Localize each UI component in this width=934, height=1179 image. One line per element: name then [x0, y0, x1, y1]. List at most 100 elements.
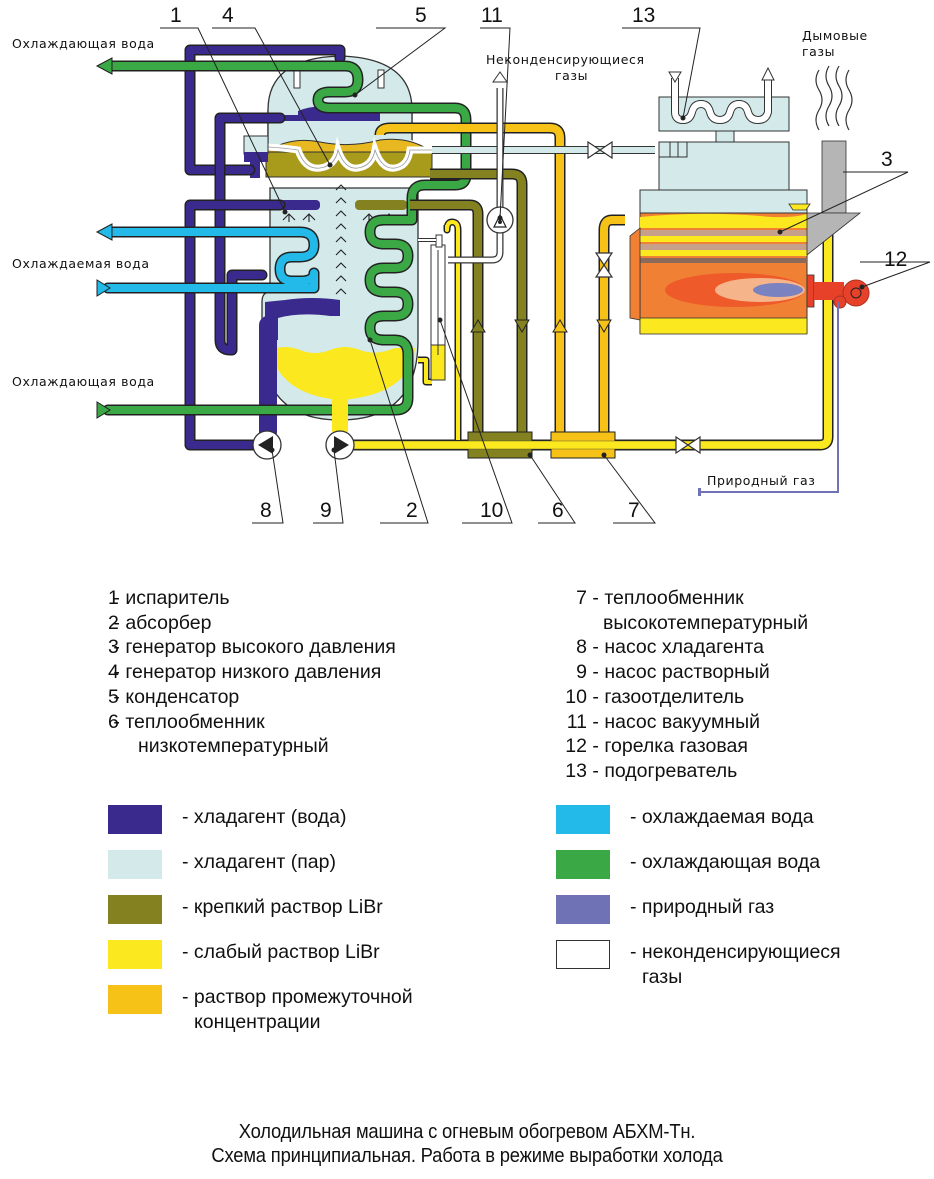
flow-arrow-up-strong: [470, 319, 486, 333]
color-key-label: - хладагент (пар): [182, 851, 336, 873]
component-number: 8: [576, 636, 587, 659]
component-legend-item: 2 - абсорбер: [108, 611, 212, 634]
natural-gas-pipe: [700, 302, 839, 493]
component-name: - генератор высокого давления: [108, 636, 396, 659]
color-swatch: [556, 805, 610, 834]
color-swatch: [108, 805, 162, 834]
noncondensable-gas-line: [432, 88, 655, 264]
component-name: - абсорбер: [108, 611, 212, 634]
hp-generator: [629, 66, 811, 335]
callout-7: 7: [628, 499, 640, 522]
callout-3: 3: [881, 148, 893, 171]
color-key-label-continuation: газы: [642, 965, 683, 988]
component-legend-item: 10 - газоотделитель: [555, 685, 808, 710]
color-key-item: - охлаждающая вода: [556, 850, 934, 895]
lp-generator: [243, 135, 434, 178]
flow-arrow-up-intermediate: [552, 319, 568, 333]
callout-11: 11: [481, 4, 503, 27]
color-key-label: - охлаждаемая вода: [630, 806, 814, 828]
refrigerant-pump: [252, 430, 282, 460]
color-key-right: - охлаждаемая вода - охлаждающая вода - пр…: [556, 805, 934, 1000]
color-key-item: - хладагент (пар): [108, 850, 528, 895]
component-name: - конденсатор: [108, 685, 240, 708]
color-swatch: [556, 895, 610, 924]
component-number: 11: [566, 710, 587, 733]
gas-separator: [418, 234, 446, 381]
flue-stack: [806, 65, 862, 256]
label-natural-gas: Природный газ: [707, 473, 816, 488]
component-legend-continuation: высокотемпературный: [603, 611, 809, 634]
component-legend-item: 13 - подогреватель: [555, 759, 808, 784]
component-name: - генератор низкого давления: [108, 661, 382, 684]
valve-solution-line: [675, 435, 701, 455]
label-flue-gases-2: газы: [802, 44, 835, 59]
gas-burner: [806, 274, 870, 309]
figure-caption: Холодильная машина с огневым обогревом А…: [0, 1120, 934, 1168]
color-key-item: - природный газ: [556, 895, 934, 940]
callout-8: 8: [260, 499, 272, 522]
valve-ht-line: [594, 252, 614, 278]
component-legend-item: 6 - теплообменник: [108, 710, 265, 733]
callout-10: 10: [480, 499, 503, 522]
absorption-chiller-schematic: 1 4 5 11 13 3 12 8 9 2 10 6 7 Охлаждающа…: [12, 4, 931, 524]
noncondensable-vent-arrow: [492, 71, 508, 83]
color-key-label: - природный газ: [630, 896, 775, 918]
component-legend-item: 8 - насос хладагента: [555, 635, 808, 660]
color-key-label: - крепкий раствор LiBr: [182, 896, 383, 918]
component-name: - подогреватель: [587, 759, 738, 782]
component-legend-item: 11 - насос вакуумный: [555, 710, 808, 735]
component-number: 13: [565, 759, 587, 782]
chilled-water-out-arrow: [95, 223, 113, 241]
color-key-label: - хладагент (вода): [182, 806, 347, 828]
color-swatch: [108, 850, 162, 879]
component-name: - газоотделитель: [587, 685, 745, 708]
component-legend-item: 3 - генератор высокого давления: [108, 636, 396, 659]
caption-line-2: Схема принципиальная. Работа в режиме вы…: [211, 1145, 723, 1167]
chilled-water-in-arrow: [96, 279, 111, 297]
component-name: - горелка газовая: [587, 735, 748, 758]
component-number: 7: [576, 587, 587, 609]
solution-pipes: [332, 122, 834, 451]
component-legend-item: 12 - горелка газовая: [555, 734, 808, 759]
label-noncondensable-2: газы: [555, 68, 588, 83]
label-cooling-water-out: Охлаждающая вода: [12, 36, 155, 51]
callout-6: 6: [552, 499, 564, 522]
component-name: - теплообменник: [108, 710, 265, 733]
callout-5: 5: [415, 4, 427, 27]
component-number: 12: [565, 735, 587, 758]
component-name: - насос растворный: [587, 661, 770, 684]
caption-line-1: Холодильная машина с огневым обогревом А…: [238, 1121, 696, 1143]
color-swatch: [108, 940, 162, 969]
component-number: 10: [565, 685, 587, 708]
color-swatch: [108, 895, 162, 924]
color-key-item: - крепкий раствор LiBr: [108, 895, 528, 940]
component-legend-continuation: низкотемпературный: [138, 735, 329, 758]
flow-arrow-down-strong: [514, 319, 530, 333]
component-legend-item: 7 - теплообменник: [555, 586, 808, 611]
color-swatch: [556, 850, 610, 879]
callout-4: 4: [222, 4, 234, 27]
component-name: - испаритель: [108, 587, 230, 609]
cooling-water-in-arrow: [96, 401, 111, 419]
chilled-water-pipes: [102, 226, 320, 294]
valve-gas-line: [587, 140, 613, 160]
color-key-label: - охлаждающая вода: [630, 851, 821, 873]
label-noncondensable-1: Неконденсирующиеся: [486, 52, 645, 67]
color-swatch: [556, 940, 610, 969]
component-number: 9: [576, 661, 587, 684]
label-chilled-water: Охлаждаемая вода: [12, 256, 150, 271]
callout-12: 12: [884, 248, 907, 271]
flow-arrow-down-intermediate: [596, 319, 612, 333]
component-legend-item: 1 - испаритель: [108, 587, 230, 609]
component-name: - теплообменник: [587, 587, 744, 609]
callout-9: 9: [320, 499, 332, 522]
component-legend-item: 5 - конденсатор: [108, 685, 240, 708]
color-key-item: - охлаждаемая вода: [556, 805, 934, 850]
component-legend-item: 9 - насос растворный: [555, 660, 808, 685]
component-name: - насос хладагента: [587, 636, 764, 659]
callout-1: 1: [170, 4, 182, 27]
component-name: - насос вакуумный: [587, 710, 761, 733]
